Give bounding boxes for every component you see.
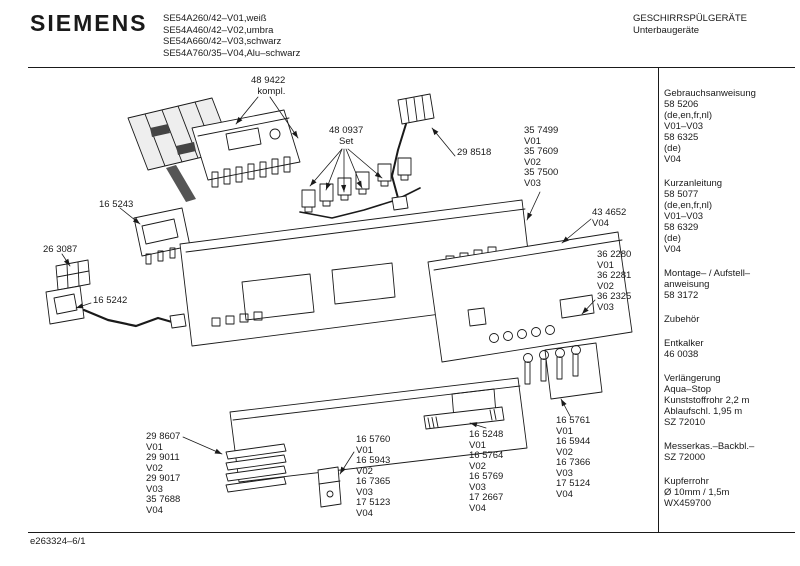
section-title: Messerkas.–Backbl.–	[664, 441, 755, 452]
category-block: GESCHIRRSPÜLGERÄTE Unterbaugeräte	[633, 13, 747, 36]
section-line: V04	[664, 244, 681, 255]
section-line: Aqua–Stop	[664, 384, 712, 395]
section-title: Gebrauchsanweisung	[664, 88, 756, 99]
connector-263087-drawing	[55, 259, 91, 291]
section-line: V04	[664, 154, 681, 165]
sidebar-divider	[658, 67, 659, 532]
bracket-cable-drawing	[45, 285, 187, 329]
section-title: Kurzanleitung	[664, 178, 723, 189]
footer-divider	[28, 532, 795, 533]
section-line: SZ 72000	[664, 452, 706, 463]
section-title: Entkalker	[664, 338, 704, 349]
section-line: 58 6329	[664, 222, 699, 233]
section-line: (de,en,fr,nl)	[664, 200, 713, 211]
section-line: Kunststoffrohr 2,2 m	[664, 395, 750, 406]
section-line: 58 5206	[664, 99, 699, 110]
section-line: SZ 72010	[664, 417, 706, 428]
section-line: V01–V03	[664, 121, 704, 132]
section-line: Ablaufschl. 1,95 m	[664, 406, 743, 417]
section-line: WX459700	[664, 498, 712, 509]
section-line: 58 3172	[664, 290, 699, 301]
leader-arrowheads	[63, 116, 589, 474]
document-number: e263324–6/1	[30, 536, 86, 547]
section-title: Zubehör	[664, 314, 700, 325]
section-line: 58 5077	[664, 189, 699, 200]
fascia-panel-drawing	[427, 231, 633, 363]
relay-module-drawing	[191, 109, 301, 188]
header-divider	[28, 67, 795, 68]
section-title: Montage– / Aufstell–	[664, 268, 751, 279]
section-line: anweisung	[664, 279, 710, 290]
latch-drawing	[317, 466, 342, 508]
section-title: Kupferrohr	[664, 476, 709, 487]
model-line: SE54A460/42–V02,umbra	[163, 24, 274, 36]
trim-strip-drawing	[423, 406, 505, 430]
section-line: V01–V03	[664, 211, 704, 222]
knob-set-drawing	[523, 342, 603, 400]
sidebar-section: Messerkas.–Backbl.–SZ 72000	[664, 441, 796, 463]
sidebar-section: Zubehör	[664, 314, 796, 325]
brand-logo: SIEMENS	[30, 10, 148, 36]
section-line: Ø 10mm / 1,5m	[664, 487, 730, 498]
section-line: 46 0038	[664, 349, 699, 360]
section-line: (de)	[664, 233, 681, 244]
category-subtitle: Unterbaugeräte	[633, 24, 700, 36]
model-line: SE54A660/42–V03,schwarz	[163, 36, 282, 47]
model-line: SE54A260/42–V01,weiß	[163, 13, 267, 24]
section-title: Verlängerung	[664, 373, 721, 384]
section-line: (de)	[664, 143, 681, 154]
section-line: 58 6325	[664, 132, 699, 143]
cable-plug-drawing	[391, 93, 435, 211]
category-title: GESCHIRRSPÜLGERÄTE	[633, 13, 748, 24]
door-panel-drawing	[229, 377, 528, 483]
section-line: (de,en,fr,nl)	[664, 110, 713, 121]
sheet-stack-drawing	[225, 443, 287, 493]
model-line: SE54A760/35–V04,Alu–schwarz	[163, 47, 301, 59]
